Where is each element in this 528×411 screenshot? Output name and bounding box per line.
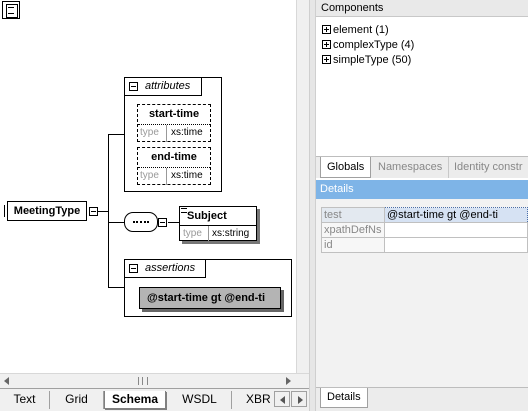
collapse-root-icon[interactable] [89, 207, 98, 216]
property-row[interactable]: id [321, 237, 528, 253]
subject-element-box[interactable]: Subject type xs:string [179, 206, 257, 241]
type-value: xs:time [166, 168, 203, 185]
expand-icon[interactable] [322, 55, 331, 64]
type-label: type [183, 228, 202, 239]
tab-scroll-right-icon[interactable] [291, 391, 307, 407]
details-tabs: Details [316, 387, 528, 411]
tab-schema[interactable]: Schema [104, 391, 166, 409]
components-tabs: Globals Namespaces Identity constr [316, 156, 528, 178]
connector-assertions [108, 287, 124, 288]
collapse-attributes-icon[interactable] [129, 82, 138, 91]
scroll-thumb[interactable] [138, 377, 148, 385]
details-panel: test @start-time gt @end-ti xpathDefNs i… [316, 199, 528, 387]
assertion-expression[interactable]: @start-time gt @end-ti [139, 287, 281, 309]
property-row[interactable]: xpathDefNs [321, 222, 528, 238]
tab-scroll-buttons [273, 391, 309, 409]
property-value[interactable] [384, 222, 528, 238]
tab-namespaces[interactable]: Namespaces [372, 157, 450, 178]
schema-canvas[interactable]: attributes start-time type xs:time end-t… [0, 0, 296, 373]
scroll-left-icon[interactable] [4, 377, 9, 385]
assertions-group-label: assertions [145, 262, 196, 274]
sequence-compositor[interactable] [124, 212, 158, 232]
tab-grid[interactable]: Grid [50, 391, 104, 409]
property-key: id [321, 237, 385, 253]
tree-item-element[interactable]: element (1) [322, 24, 389, 36]
type-label: type [140, 127, 159, 138]
attribute-start-time[interactable]: start-time type xs:time [137, 104, 211, 142]
property-row[interactable]: test @start-time gt @end-ti [321, 207, 528, 223]
collapse-assertions-icon[interactable] [129, 264, 138, 273]
subject-element-name: Subject [180, 207, 256, 226]
property-value[interactable] [384, 237, 528, 253]
connector-sequence [108, 222, 124, 223]
property-key: xpathDefNs [321, 222, 385, 238]
tree-item-label: simpleType (50) [333, 54, 412, 66]
type-label: type [140, 170, 159, 181]
assertions-group-header: assertions [125, 260, 206, 278]
tab-globals[interactable]: Globals [320, 157, 372, 178]
connector-root [98, 211, 108, 212]
expand-icon[interactable] [322, 40, 331, 49]
type-value: xs:string [208, 226, 249, 241]
property-value[interactable]: @start-time gt @end-ti [384, 207, 528, 223]
canvas-vertical-scrollbar[interactable] [296, 0, 309, 373]
tab-text[interactable]: Text [0, 391, 50, 409]
attributes-group[interactable]: attributes start-time type xs:time end-t… [124, 77, 222, 192]
attribute-end-time[interactable]: end-time type xs:time [137, 147, 211, 185]
view-tabs-bar: Text Grid Schema WSDL XBR [0, 388, 309, 411]
panel-splitter[interactable] [309, 0, 316, 411]
tree-item-complextype[interactable]: complexType (4) [322, 39, 414, 51]
root-element-name: MeetingType [13, 205, 81, 217]
details-property-grid: test @start-time gt @end-ti xpathDefNs i… [321, 207, 528, 253]
property-key: test [321, 207, 385, 223]
tab-identity-constraints[interactable]: Identity constr [454, 161, 523, 173]
connector-attributes [108, 134, 124, 135]
sequence-icon [133, 221, 149, 223]
attribute-name: start-time [138, 105, 210, 125]
canvas-horizontal-scrollbar[interactable] [0, 373, 309, 388]
connector-subject [168, 222, 179, 223]
display-options-icon[interactable] [2, 1, 20, 19]
attributes-group-label: attributes [145, 80, 191, 92]
attributes-group-header: attributes [125, 78, 202, 96]
scroll-right-icon[interactable] [286, 377, 291, 385]
tab-details[interactable]: Details [320, 388, 368, 408]
tree-item-label: element (1) [333, 24, 389, 36]
root-element-box[interactable]: MeetingType [4, 201, 87, 221]
attribute-name: end-time [138, 148, 210, 168]
expand-icon[interactable] [322, 25, 331, 34]
details-title: Details [316, 180, 528, 199]
tab-xbrl[interactable]: XBR [246, 392, 271, 406]
tab-wsdl[interactable]: WSDL [168, 391, 232, 409]
tree-item-simpletype[interactable]: simpleType (50) [322, 54, 411, 66]
type-value: xs:time [166, 125, 203, 142]
collapse-sequence-icon[interactable] [158, 218, 167, 227]
connector-trunk [108, 134, 109, 287]
tree-item-label: complexType (4) [333, 39, 415, 51]
components-panel: Components element (1) complexType (4) s… [316, 0, 528, 178]
tab-scroll-left-icon[interactable] [274, 391, 290, 407]
components-title: Components [316, 0, 528, 17]
